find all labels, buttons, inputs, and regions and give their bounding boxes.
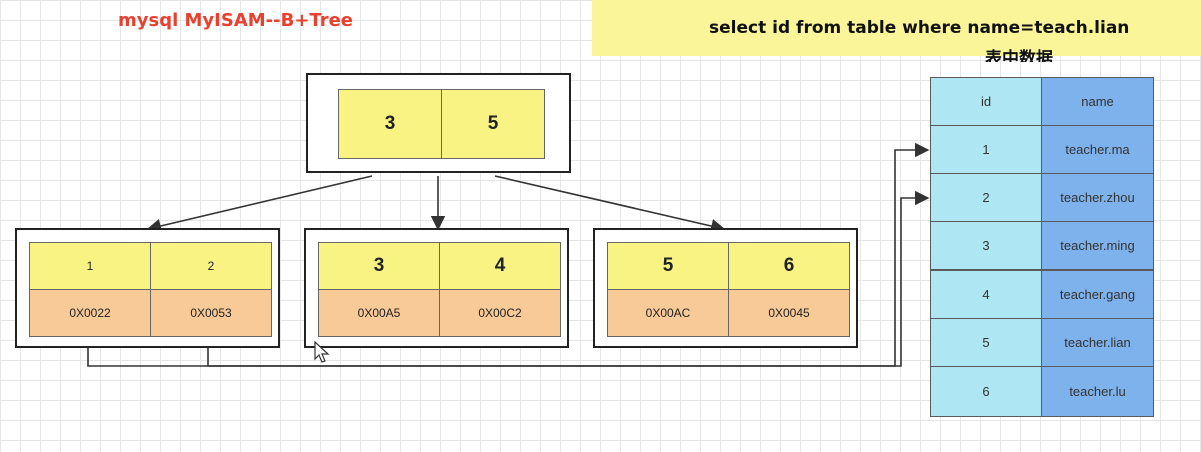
table-row-3-id: 3	[930, 221, 1042, 270]
data-table: id name 1 teacher.ma 2 teacher.zhou 3 te…	[930, 77, 1154, 417]
sql-query-text: select id from table where name=teach.li…	[709, 18, 1130, 38]
table-row-5-id: 5	[930, 318, 1042, 367]
table-row-6-name: teacher.lu	[1041, 366, 1154, 417]
root-key-1: 3	[338, 89, 442, 159]
leaf-2-pointer-1: 0X00A5	[318, 289, 440, 337]
root-node: 3 5	[306, 73, 571, 173]
leaf-3-pointer-2: 0X0045	[728, 289, 850, 337]
table-row-2-name: teacher.zhou	[1041, 173, 1154, 222]
leaf-1-key-1: 1	[29, 242, 151, 290]
leaf-2-key-2: 4	[439, 242, 561, 290]
leaf-2-key-1: 3	[318, 242, 440, 290]
sql-query-banner: select id from table where name=teach.li…	[592, 0, 1201, 56]
root-key-2: 5	[441, 89, 545, 159]
table-row-2-id: 2	[930, 173, 1042, 222]
leaf-3-key-1: 5	[607, 242, 729, 290]
pointer-line-row-2	[207, 190, 930, 367]
leaf-3-pointer-1: 0X00AC	[607, 289, 729, 337]
table-row-1-id: 1	[930, 125, 1042, 174]
table-row-4-name: teacher.gang	[1041, 270, 1154, 319]
leaf-1-key-2: 2	[150, 242, 272, 290]
mouse-cursor-icon	[314, 341, 330, 363]
leaf-3-key-2: 6	[728, 242, 850, 290]
table-header-name: name	[1041, 77, 1154, 126]
leaf-node-1: 1 2 0X0022 0X0053	[15, 228, 280, 348]
leaf-2-pointer-2: 0X00C2	[439, 289, 561, 337]
table-row-5-name: teacher.lian	[1041, 318, 1154, 367]
table-header-id: id	[930, 77, 1042, 126]
table-caption: 表中数据	[985, 49, 1053, 62]
table-row-4-id: 4	[930, 270, 1042, 319]
table-row-3-name: teacher.ming	[1041, 221, 1154, 270]
leaf-node-2: 3 4 0X00A5 0X00C2	[304, 228, 569, 348]
leaf-1-pointer-2: 0X0053	[150, 289, 272, 337]
table-row-6-id: 6	[930, 366, 1042, 417]
diagram-title: mysql MyISAM--B+Tree	[118, 10, 354, 31]
arrow-root-to-leaf-3	[494, 175, 726, 234]
table-row-1-name: teacher.ma	[1041, 125, 1154, 174]
leaf-1-pointer-1: 0X0022	[29, 289, 151, 337]
arrow-root-to-leaf-1	[146, 175, 373, 234]
leaf-node-3: 5 6 0X00AC 0X0045	[593, 228, 858, 348]
